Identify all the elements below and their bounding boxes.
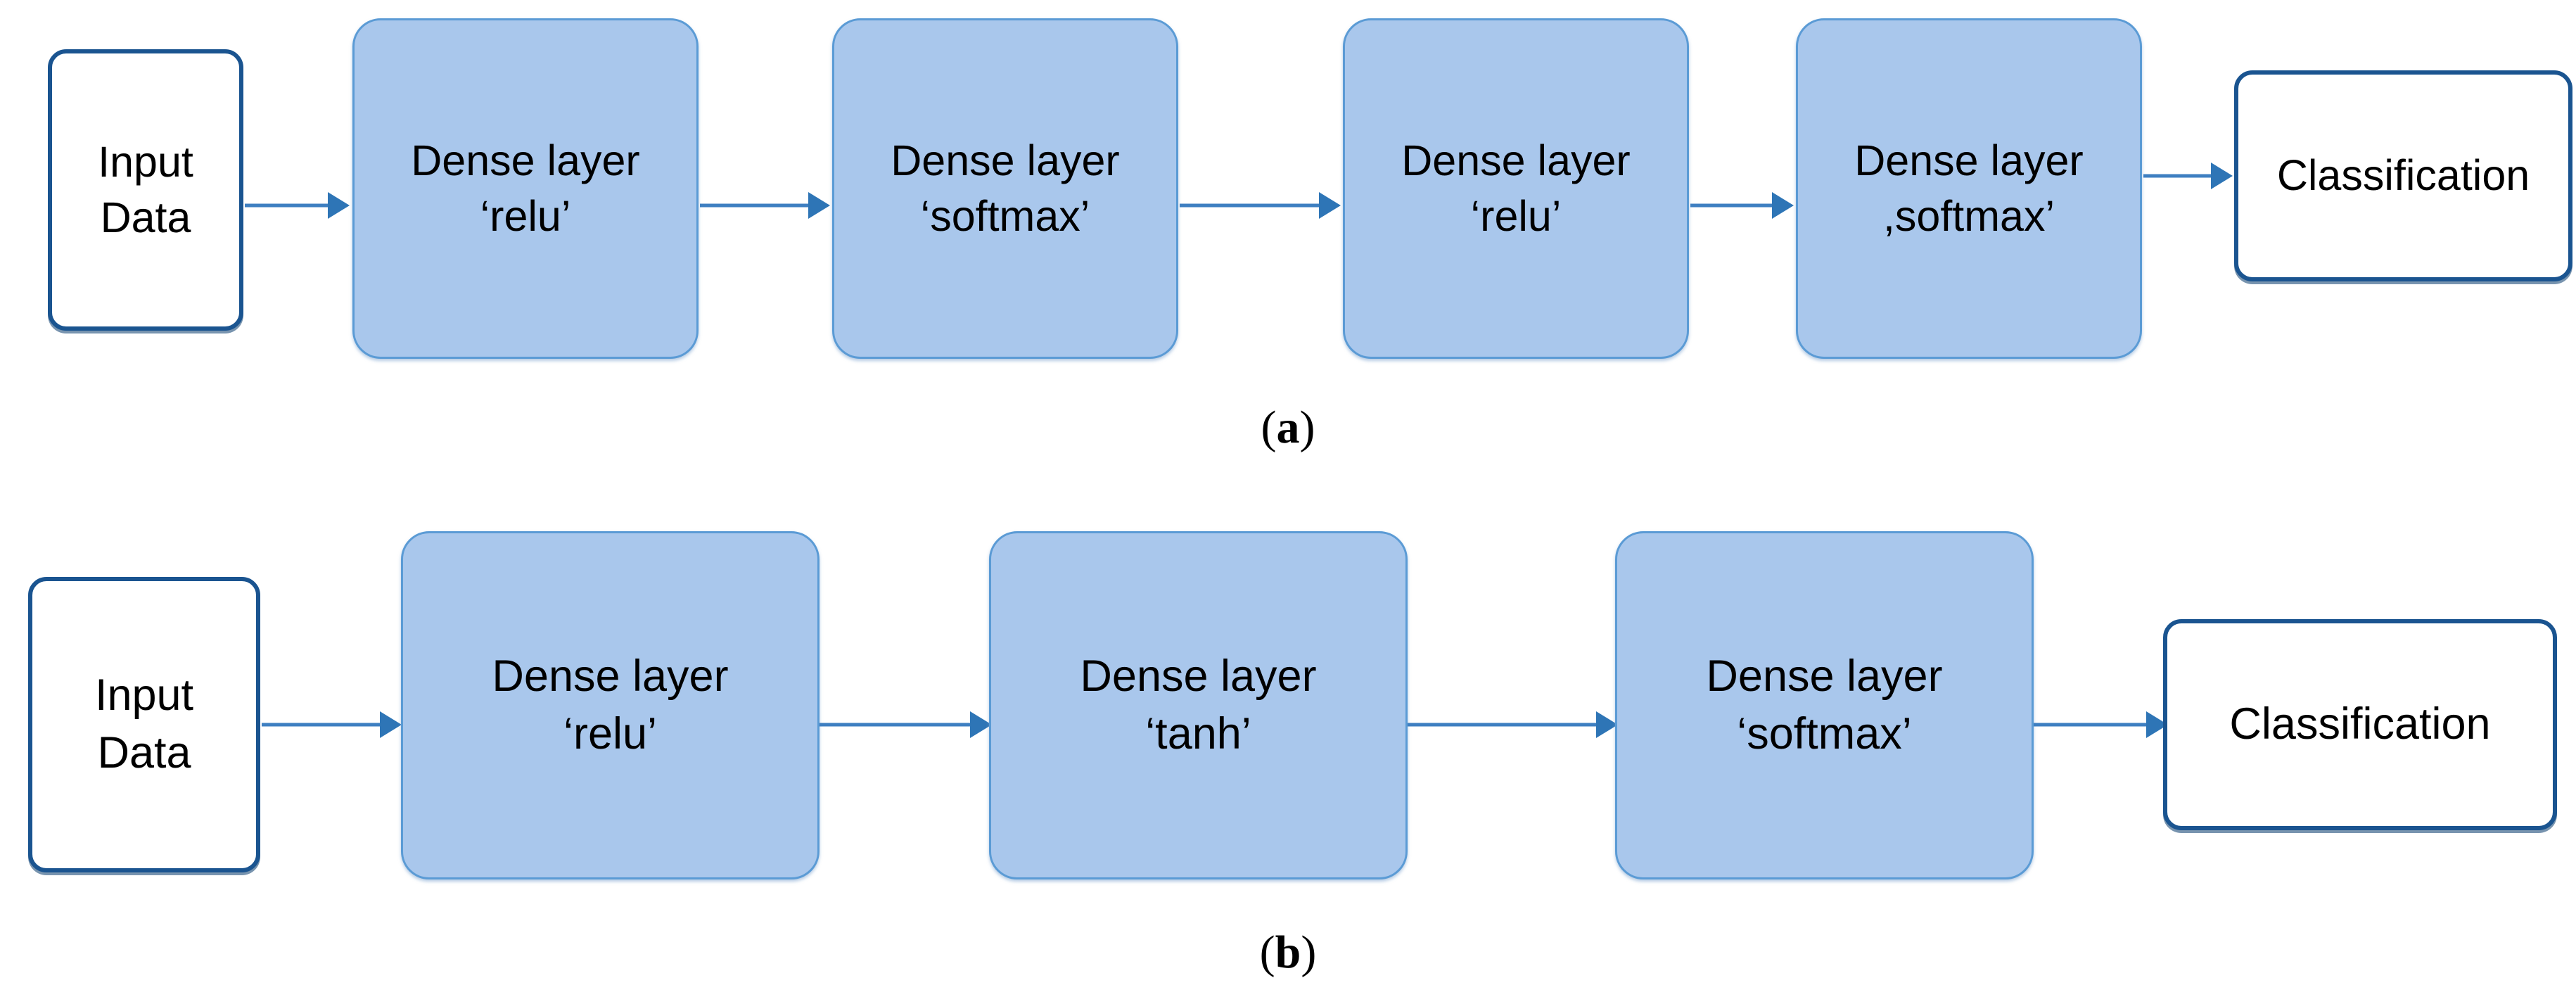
arrow-shaft <box>820 723 973 727</box>
node-dense-a-3: Dense layer ‘relu’ <box>1343 18 1689 359</box>
node-line-2: ,softmax’ <box>1882 192 2055 240</box>
node-line-1: Dense layer <box>1854 136 2084 184</box>
arrow-head-icon <box>328 192 350 219</box>
caption-panel-a: (a) <box>1204 401 1372 455</box>
node-classification-a: Classification <box>2234 70 2572 281</box>
node-dense-a-2: Dense layer ‘softmax’ <box>832 18 1178 359</box>
node-line-1: Dense layer <box>1706 651 1943 701</box>
caption-paren-open: ( <box>1261 402 1277 453</box>
caption-letter: b <box>1275 927 1301 978</box>
arrow-shaft <box>262 723 383 727</box>
node-line-1: Classification <box>2229 699 2491 749</box>
arrow-shaft <box>2143 174 2214 178</box>
node-line-2: ‘softmax’ <box>920 192 1090 240</box>
node-dense-a-1: Dense layer ‘relu’ <box>352 18 699 359</box>
node-line-1: Dense layer <box>891 136 1120 184</box>
arrow-head-icon <box>808 192 830 219</box>
node-classification-b: Classification <box>2163 619 2557 830</box>
node-dense-b-1: Dense layer ‘relu’ <box>401 531 820 879</box>
node-line-1: Classification <box>2276 151 2530 200</box>
caption-paren-open: ( <box>1259 927 1275 978</box>
arrow-shaft <box>1408 723 1599 727</box>
arrow-shaft <box>245 203 331 208</box>
node-line-1: Dense layer <box>492 651 729 701</box>
caption-paren-close: ) <box>1299 402 1315 453</box>
caption-paren-close: ) <box>1301 927 1317 978</box>
node-line-2: ‘softmax’ <box>1737 708 1912 758</box>
node-line-2: Data <box>97 728 191 777</box>
node-input-data-b: Input Data <box>28 577 260 872</box>
node-line-1: Input <box>98 137 193 186</box>
arrow-shaft <box>1180 203 1322 208</box>
node-dense-b-3: Dense layer ‘softmax’ <box>1615 531 2034 879</box>
caption-letter: a <box>1276 402 1300 453</box>
node-line-1: Dense layer <box>411 136 640 184</box>
arrow-shaft <box>700 203 811 208</box>
arrow-head-icon <box>380 711 402 738</box>
arrow-head-icon <box>2211 163 2233 189</box>
node-line-2: ‘relu’ <box>563 708 658 758</box>
node-line-1: Input <box>94 671 194 720</box>
arrow-shaft <box>1690 203 1775 208</box>
node-line-1: Dense layer <box>1401 136 1631 184</box>
node-line-2: ‘relu’ <box>1470 192 1562 240</box>
node-line-2: Data <box>100 193 191 241</box>
node-line-1: Dense layer <box>1080 651 1317 701</box>
arrow-head-icon <box>1319 192 1341 219</box>
arrow-head-icon <box>1596 711 1618 738</box>
arrow-head-icon <box>1772 192 1794 219</box>
node-line-2: ‘relu’ <box>480 192 571 240</box>
node-dense-a-4: Dense layer ,softmax’ <box>1796 18 2142 359</box>
caption-panel-b: (b) <box>1204 926 1372 979</box>
arrow-shaft <box>2034 723 2149 727</box>
node-input-data-a: Input Data <box>48 49 243 331</box>
arrow-head-icon <box>970 711 992 738</box>
node-dense-b-2: Dense layer ‘tanh’ <box>989 531 1408 879</box>
node-line-2: ‘tanh’ <box>1145 708 1251 758</box>
